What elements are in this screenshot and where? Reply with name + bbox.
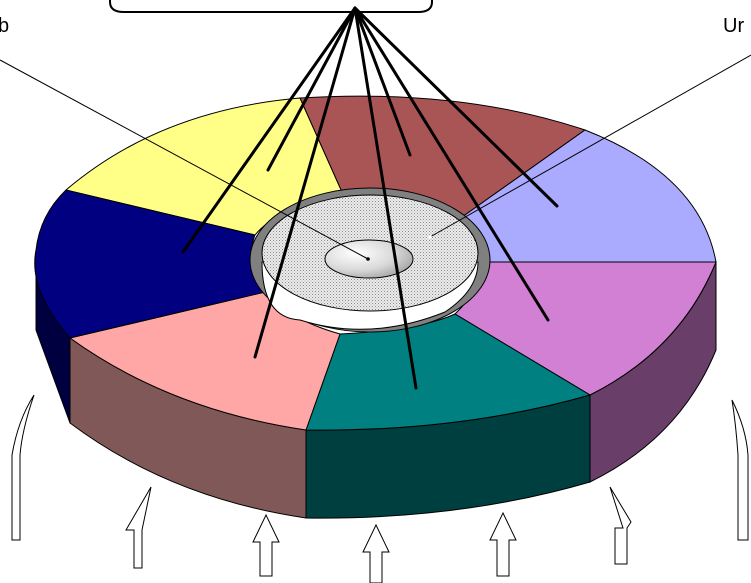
label-right: Ur: [723, 15, 745, 37]
pointer-line-left: [0, 59, 369, 260]
arrow-up-icon: [731, 399, 749, 541]
arrow-up-icon: [125, 486, 152, 569]
arrow-up-icon: [489, 511, 517, 577]
pointer-dot-disk: [428, 235, 432, 239]
leader-line-lavender: [353, 6, 559, 208]
arrow-up-icon: [362, 523, 390, 583]
leader-line-teal: [353, 6, 418, 390]
leader-line-yellow: [266, 6, 357, 172]
leader-line-orchid: [353, 6, 550, 322]
leader-line-brick: [353, 6, 412, 157]
arrow-up-icon: [252, 513, 280, 577]
arrow-up-icon: [11, 394, 35, 541]
airflow-arrows: [11, 394, 749, 583]
leader-line-pink: [253, 6, 357, 359]
leader-line-navy: [181, 6, 357, 254]
leader-lines: [181, 6, 559, 390]
label-left: b: [0, 15, 10, 37]
pointer-line-right: [429, 54, 751, 238]
callout-box: [109, 0, 433, 13]
pointer-dot-center: [366, 257, 370, 261]
arrow-up-icon: [609, 486, 632, 565]
